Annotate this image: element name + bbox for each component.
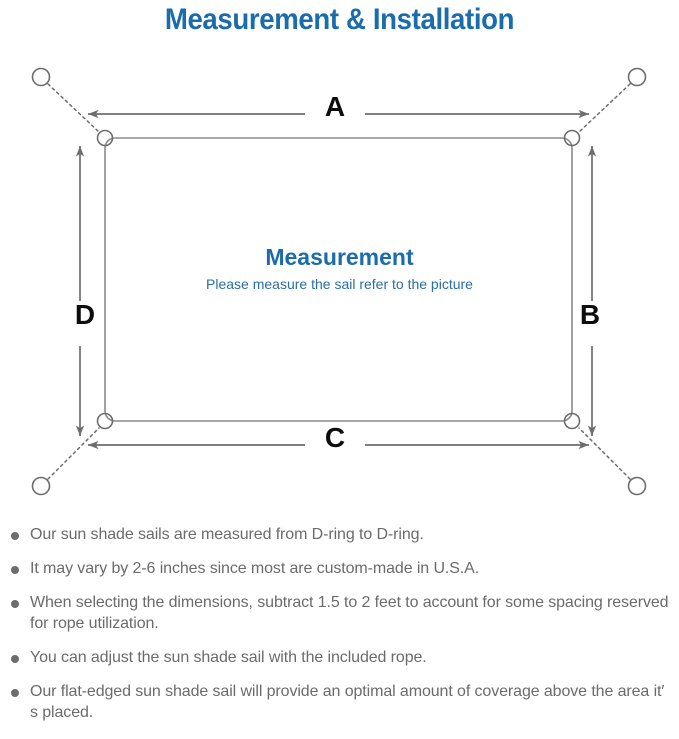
rope-bottom-left	[47, 427, 100, 480]
anchor-point-top-right	[627, 67, 647, 87]
note-text: You can adjust the sun shade sail with t…	[30, 649, 427, 666]
bullet-icon	[11, 689, 19, 697]
list-item: Our sun shade sails are measured from D-…	[0, 524, 679, 545]
rope-group	[47, 83, 631, 480]
dimension-label-c: C	[324, 422, 346, 453]
anchor-point-group	[31, 67, 647, 496]
dimension-label-b: B	[579, 299, 601, 330]
note-text: Our sun shade sails are measured from D-…	[30, 526, 424, 543]
bullet-icon	[11, 655, 19, 663]
anchor-point-bottom-left	[31, 476, 51, 496]
d-ring-top-right	[563, 129, 581, 147]
list-item: Our flat-edged sun shade sail will provi…	[0, 681, 679, 723]
dimension-label-a: A	[324, 91, 346, 122]
rope-top-right	[578, 83, 631, 133]
page-title: Measurement & Installation	[164, 3, 515, 36]
d-ring-bottom-right	[563, 412, 581, 430]
list-item: When selecting the dimensions, subtract …	[0, 592, 679, 634]
notes-list: Our sun shade sails are measured from D-…	[0, 524, 679, 736]
bullet-icon	[11, 600, 19, 608]
d-ring-group	[96, 129, 581, 430]
note-text: Our flat-edged sun shade sail will provi…	[30, 683, 665, 721]
anchor-point-top-left	[31, 67, 51, 87]
rope-bottom-right	[578, 427, 631, 480]
sail-subtext: Please measure the sail refer to the pic…	[206, 276, 473, 292]
list-item: You can adjust the sun shade sail with t…	[0, 647, 679, 668]
measurement-diagram: Measurement Please measure the sail refe…	[0, 46, 679, 516]
bullet-icon	[11, 532, 19, 540]
sail-heading: Measurement	[265, 244, 414, 270]
diagram-svg	[31, 67, 647, 496]
bullet-icon	[11, 566, 19, 574]
dimension-label-d: D	[74, 299, 96, 330]
rope-top-left	[47, 83, 100, 133]
anchor-point-bottom-right	[627, 476, 647, 496]
list-item: It may vary by 2-6 inches since most are…	[0, 558, 679, 579]
note-text: It may vary by 2-6 inches since most are…	[30, 560, 480, 577]
note-text: When selecting the dimensions, subtract …	[30, 594, 669, 632]
d-ring-bottom-left	[96, 412, 114, 430]
sail-body	[104, 137, 573, 422]
d-ring-top-left	[96, 129, 114, 147]
